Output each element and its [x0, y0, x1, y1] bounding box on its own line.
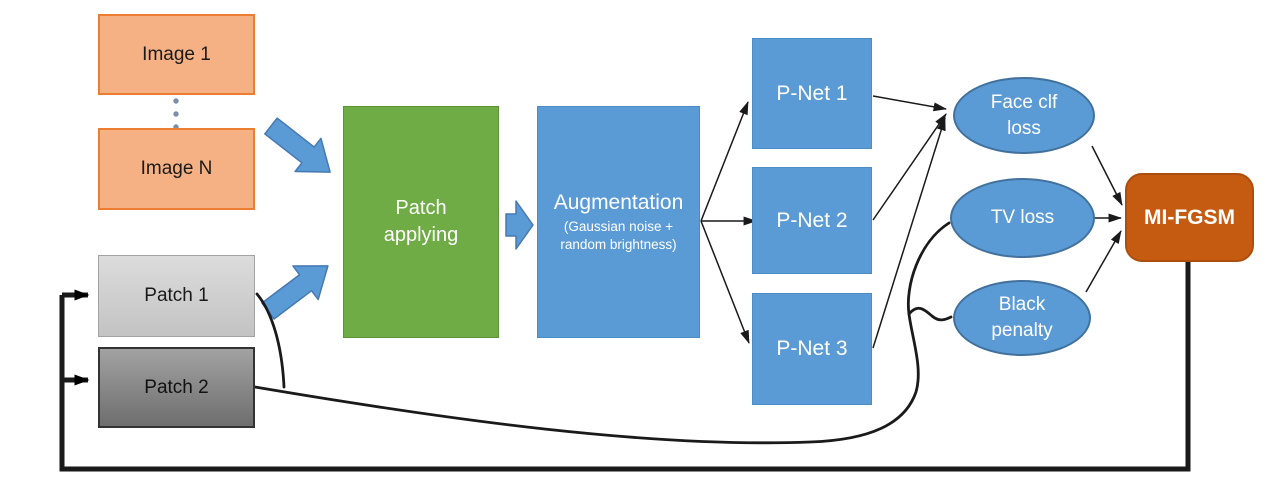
node-image-n-label: Image N [140, 158, 213, 179]
node-p-net-2: P-Net 2 [752, 167, 872, 274]
arrow-patch-applying-to-augmentation-icon [505, 200, 534, 250]
node-mi-fgsm-label: MI-FGSM [1144, 205, 1235, 229]
node-patch-applying-label: Patch applying [383, 197, 459, 246]
node-image-1-label: Image 1 [142, 43, 211, 65]
node-p-net-2-label: P-Net 2 [776, 208, 848, 232]
edge-patch2-tvloss [253, 221, 951, 445]
node-tv-loss: TV loss [950, 178, 1095, 258]
node-p-net-3-label: P-Net 3 [776, 337, 848, 360]
node-p-net-1-label: P-Net 1 [776, 81, 848, 105]
node-face-clf-loss-label: Face clf loss [990, 91, 1058, 139]
node-patch-2-label: Patch 2 [144, 376, 209, 398]
node-augmentation-subtitle-line1: (Gaussian noise + [563, 218, 674, 234]
node-image-1: Image 1 [98, 14, 255, 95]
edge-augmentation-pnet3 [700, 220, 750, 344]
node-augmentation-label: Augmentation [553, 190, 684, 214]
node-black-penalty-label: Black penalty [991, 294, 1053, 341]
node-black-penalty: Black penalty [953, 280, 1091, 356]
node-patch-applying: Patch applying [343, 106, 499, 338]
node-face-clf-loss: Face clf loss [953, 77, 1095, 154]
edge-patch1-join [255, 292, 286, 389]
node-mi-fgsm: MI-FGSM [1125, 173, 1254, 262]
arrow-patch1-to-patch-applying-icon [261, 265, 329, 320]
node-augmentation: Augmentation (Gaussian noise + random br… [537, 106, 700, 338]
ellipsis-dots-icon [173, 98, 179, 130]
edge-blackpenalty-mifgsm [1085, 230, 1122, 293]
node-patch-1: Patch 1 [98, 255, 255, 337]
edge-faceclf-mifgsm [1091, 145, 1123, 206]
node-image-n: Image N [98, 128, 255, 210]
node-patch-1-label: Patch 1 [144, 285, 209, 306]
node-patch-2: Patch 2 [98, 347, 255, 428]
node-augmentation-subtitle-line2: random brightness) [560, 236, 677, 252]
node-tv-loss-label: TV loss [990, 207, 1055, 229]
edge-augmentation-pnet1 [700, 101, 749, 222]
edge-pnet3-faceclf [872, 116, 946, 349]
edge-branch-blackpenalty [907, 306, 953, 322]
edge-pnet2-faceclf [872, 113, 947, 221]
arrow-imageN-to-patch-applying-icon [264, 117, 331, 173]
edge-pnet1-faceclf [872, 95, 948, 112]
node-p-net-1: P-Net 1 [752, 38, 872, 149]
node-p-net-3: P-Net 3 [752, 293, 872, 405]
